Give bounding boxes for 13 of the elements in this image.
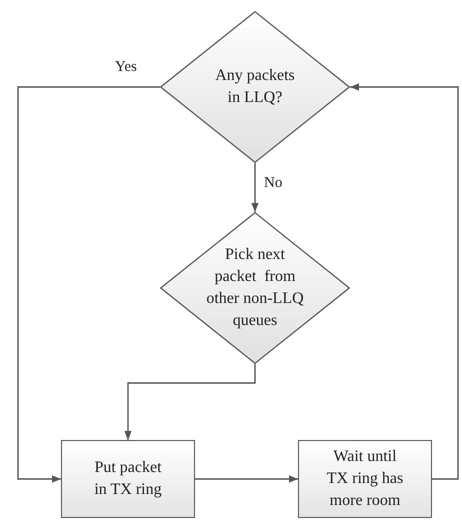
- node-text: Pick next packet from other non-LLQ queues: [205, 245, 305, 331]
- arrow: [124, 364, 256, 440]
- node-text: Put packet in TX ring: [93, 458, 163, 500]
- node-text: Any packets in LLQ?: [214, 66, 296, 108]
- arrow: [195, 475, 298, 483]
- node-text: Wait until TX ring has more room: [326, 447, 404, 511]
- process-box: [298, 440, 432, 518]
- decision-diamond: [160, 212, 350, 364]
- decision-diamond: [160, 11, 350, 163]
- arrow: [251, 163, 259, 212]
- arrow: [350, 83, 459, 480]
- process-box: [61, 440, 195, 518]
- arrow: [17, 86, 160, 483]
